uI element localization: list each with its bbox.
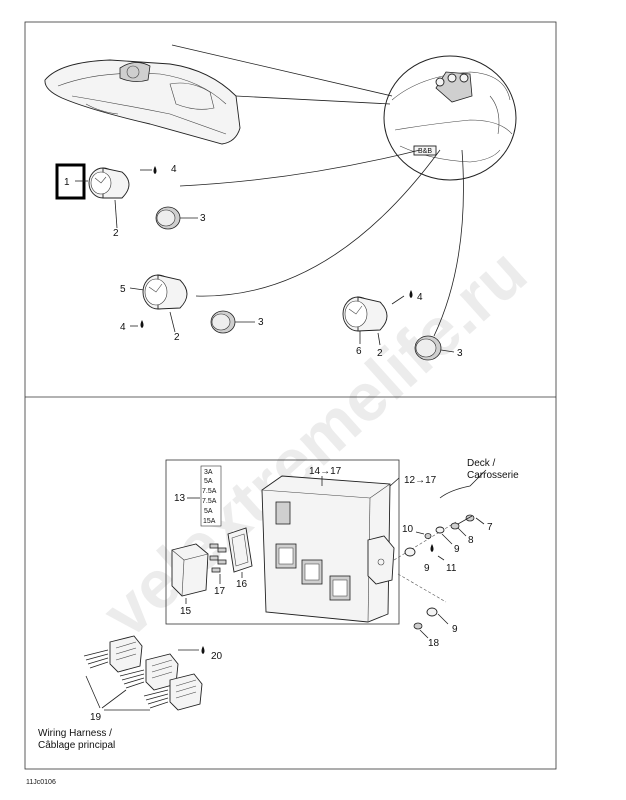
gauge-assembly-2 bbox=[129, 149, 441, 334]
fuse-4: 7.5A bbox=[202, 498, 217, 505]
dashboard-detail-bubble: B&B bbox=[383, 55, 517, 181]
washer-9a bbox=[435, 526, 445, 534]
relay-15 bbox=[171, 543, 209, 604]
callout-17: 17 bbox=[214, 586, 226, 597]
screw-7 bbox=[465, 514, 475, 522]
callout-3a: 3 bbox=[200, 213, 206, 224]
diagram-frame bbox=[24, 21, 557, 770]
boat-illustration bbox=[44, 59, 241, 145]
harness-label-line2: Câblage principal bbox=[38, 740, 115, 751]
gauge-assembly-1 bbox=[55, 149, 421, 230]
connector-3 bbox=[143, 673, 203, 711]
fuse-2: 5A bbox=[204, 478, 213, 485]
callout-6: 6 bbox=[356, 346, 362, 357]
nut-10 bbox=[424, 533, 432, 539]
nut-18 bbox=[413, 622, 423, 630]
fuse-3: 7.5A bbox=[202, 488, 217, 495]
harness-label-line1: Wiring Harness / bbox=[38, 728, 112, 739]
fuses-17 bbox=[209, 543, 227, 584]
fuse-box-outline bbox=[165, 459, 400, 625]
callout-3c: 3 bbox=[457, 348, 463, 359]
drop-icon bbox=[201, 646, 205, 654]
callout-1: 1 bbox=[64, 177, 70, 188]
leader-2a bbox=[114, 199, 118, 229]
deck-label-line2: Carrosserie bbox=[467, 470, 519, 481]
callout-3b: 3 bbox=[258, 317, 264, 328]
callout-2b: 2 bbox=[174, 332, 180, 343]
callout-4b: 4 bbox=[120, 322, 126, 333]
callout-20: 20 bbox=[211, 651, 223, 662]
callout-18: 18 bbox=[428, 638, 440, 649]
callout-13: 13 bbox=[174, 493, 186, 504]
callout-8: 8 bbox=[468, 535, 474, 546]
washer-9b bbox=[404, 547, 416, 557]
callout-19: 19 bbox=[90, 712, 102, 723]
control-module bbox=[261, 475, 400, 623]
washer-8 bbox=[450, 522, 460, 530]
connector-1 bbox=[83, 635, 143, 673]
deck-label-line1: Deck / bbox=[467, 458, 496, 469]
callout-14-17: 14→17 bbox=[309, 466, 342, 477]
fuse-5: 5A bbox=[204, 508, 213, 515]
fuse-list: 3A 5A 7.5A 7.5A 5A 15A bbox=[187, 465, 222, 527]
mounting-hardware bbox=[393, 469, 487, 639]
dash-badge-text: B&B bbox=[418, 148, 432, 155]
gasket-16 bbox=[227, 527, 253, 578]
wiring-harness-connectors bbox=[83, 635, 205, 711]
callout-7: 7 bbox=[487, 522, 493, 533]
leader-2c bbox=[377, 332, 381, 346]
callout-11: 11 bbox=[446, 563, 457, 574]
callout-2a: 2 bbox=[113, 228, 119, 239]
figure-code: 11Jc0106 bbox=[26, 779, 56, 786]
fuse-1: 3A bbox=[204, 469, 213, 476]
drop-icon bbox=[430, 544, 434, 552]
callout-10: 10 bbox=[402, 524, 414, 535]
washer-9c bbox=[426, 607, 438, 617]
callout-4a: 4 bbox=[171, 164, 177, 175]
leader-boat-to-detail-2 bbox=[235, 95, 391, 105]
drop-icon bbox=[409, 290, 413, 298]
callout-9b: 9 bbox=[424, 563, 430, 574]
gauge-assembly-3 bbox=[342, 149, 464, 361]
callout-5: 5 bbox=[120, 284, 126, 295]
callout-9c: 9 bbox=[452, 624, 458, 635]
drop-icon bbox=[153, 166, 157, 174]
module-fuse-slot bbox=[275, 501, 291, 525]
leader-2b bbox=[169, 311, 176, 333]
callout-4c: 4 bbox=[417, 292, 423, 303]
drop-icon bbox=[140, 320, 144, 328]
fuse-6: 15A bbox=[203, 518, 216, 525]
callout-16: 16 bbox=[236, 579, 248, 590]
callout-12-17: 12→17 bbox=[404, 475, 437, 486]
callout-9a: 9 bbox=[454, 544, 460, 555]
leader-boat-to-detail bbox=[171, 44, 393, 97]
callout-2c: 2 bbox=[377, 348, 383, 359]
callout-box-1 bbox=[55, 163, 86, 200]
callout-15: 15 bbox=[180, 606, 192, 617]
